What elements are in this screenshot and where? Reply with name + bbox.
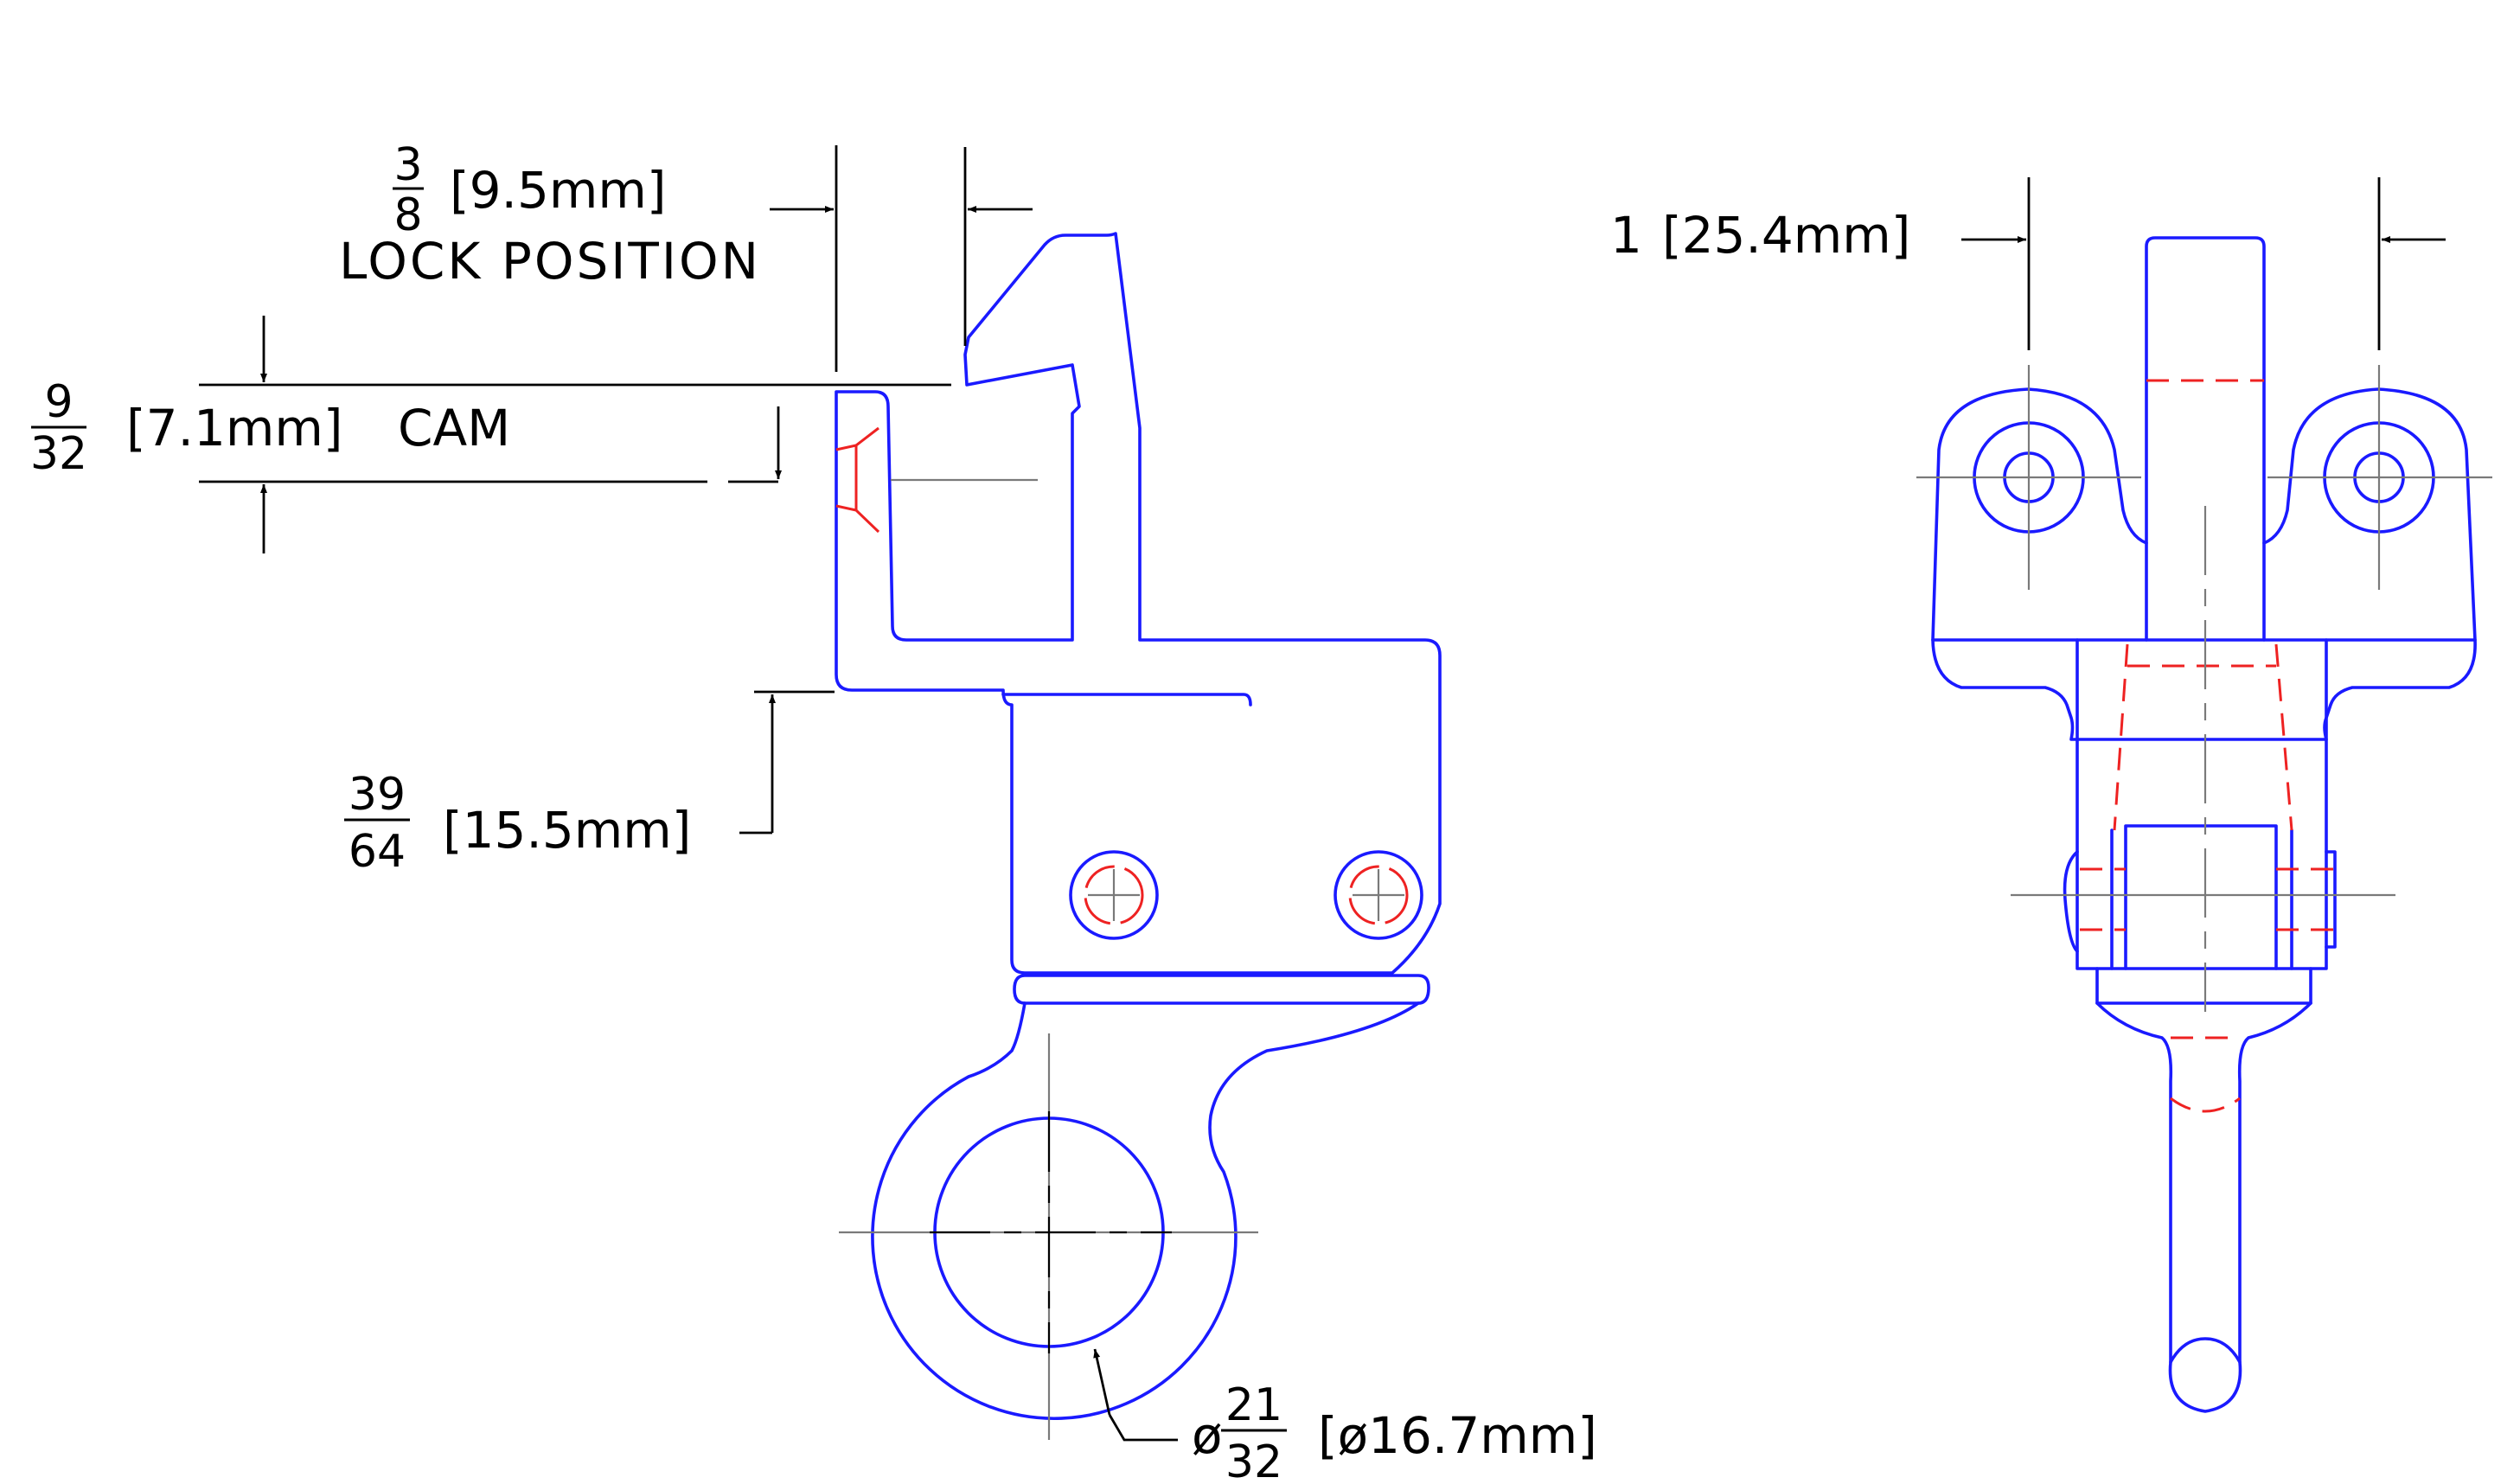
lock-position-extension-lines xyxy=(835,145,967,372)
hole-diameter-metric: [ø16.7mm] xyxy=(1318,1406,1597,1465)
height-frac-num: 39 xyxy=(349,769,406,821)
side-view-ledge-line xyxy=(1001,693,1252,707)
front-view-hidden-lines xyxy=(2080,379,2333,1113)
cam-metric: [7.1mm] xyxy=(126,399,343,457)
hole-spacing-value: 1 xyxy=(1610,206,1642,265)
side-view-screw-right-thread xyxy=(1348,865,1409,925)
cam-extension-lines xyxy=(199,383,951,483)
side-view-screw-right xyxy=(1334,850,1423,940)
hole-diameter-frac-num: 21 xyxy=(1225,1379,1282,1431)
front-view-right-lug xyxy=(2262,387,2477,642)
hole-spacing-extension-lines xyxy=(2027,177,2381,350)
front-view-base-plate xyxy=(1931,638,2477,741)
cam-note: CAM xyxy=(398,399,510,457)
side-view-screw-left-thread xyxy=(1084,865,1144,925)
lock-position-frac-den: 8 xyxy=(393,189,422,241)
front-view-handle-end xyxy=(2168,1337,2242,1413)
height-frac-den: 64 xyxy=(349,826,406,878)
front-view-handle xyxy=(2095,1001,2312,1364)
side-view-countersink-hidden xyxy=(835,426,880,534)
front-view xyxy=(1916,236,2492,1413)
hole-diameter-prefix: ø xyxy=(1192,1406,1223,1465)
front-view-left-bump xyxy=(2063,850,2079,953)
hole-diameter-arrow xyxy=(1093,1348,1111,1416)
front-view-centerlines xyxy=(1916,365,2492,897)
hole-diameter-leader xyxy=(1108,1414,1178,1442)
front-view-slider-plate xyxy=(2095,967,2312,1005)
cam-frac-den: 32 xyxy=(30,428,87,480)
side-view-hole-crosshair xyxy=(930,1111,1172,1353)
dimension-hole-spacing: 1 [25.4mm] xyxy=(1610,177,2446,350)
hole-spacing-metric: [25.4mm] xyxy=(1662,206,1910,265)
dimension-lock-position: 3 8 [9.5mm] LOCK POSITION xyxy=(339,139,1033,372)
cam-frac-num: 9 xyxy=(44,376,73,428)
side-view xyxy=(835,232,1442,1440)
side-view-centerlines xyxy=(839,478,1404,1440)
front-view-body-block xyxy=(2075,638,2328,970)
side-view-eye-ring xyxy=(871,1001,1420,1421)
lock-position-metric: [9.5mm] xyxy=(450,161,667,220)
dimension-cam: 9 32 [7.1mm] CAM xyxy=(30,316,951,553)
dimension-height: 39 64 [15.5mm] xyxy=(344,690,835,878)
side-view-screw-left xyxy=(1069,850,1159,940)
dimension-hole-diameter: ø 21 32 [ø16.7mm] xyxy=(1093,1348,1597,1484)
front-view-left-lug xyxy=(1931,387,2148,642)
side-view-slider-plate xyxy=(1013,974,1430,1005)
side-view-body-outline xyxy=(835,232,1442,975)
front-view-inner-block xyxy=(2110,824,2293,970)
lock-position-note: LOCK POSITION xyxy=(339,232,761,291)
front-view-latch-bar xyxy=(2145,236,2266,642)
front-view-right-bump xyxy=(2325,850,2337,949)
lock-position-frac-num: 3 xyxy=(393,139,422,191)
hole-diameter-frac-den: 32 xyxy=(1225,1436,1282,1484)
height-metric: [15.5mm] xyxy=(443,801,691,860)
